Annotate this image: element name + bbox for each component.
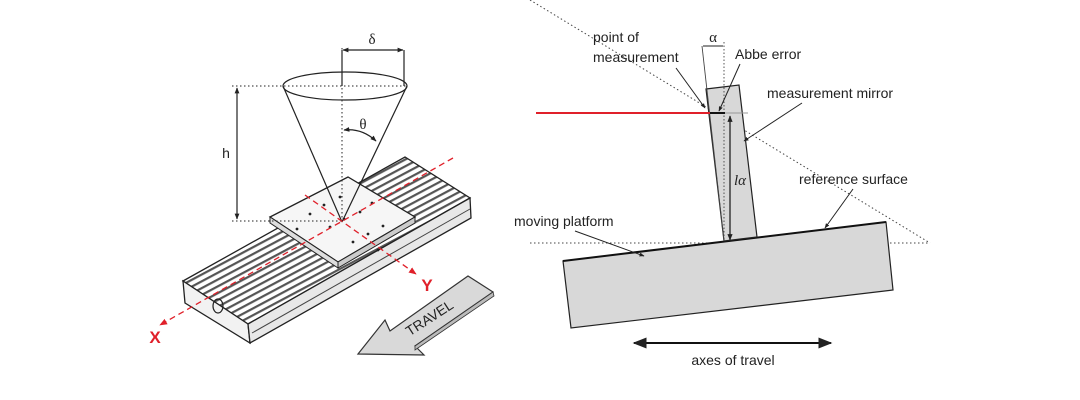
measurement-mirror: [705, 84, 758, 242]
point-of-measurement-label-line1: point of: [593, 29, 639, 45]
linear-stage: [181, 156, 472, 345]
travel-arrow-edge: [414, 291, 495, 351]
y-axis-label: Y: [421, 276, 433, 295]
axes-of-travel-label: axes of travel: [691, 352, 774, 368]
cone-right-edge: [341, 85, 408, 223]
x-axis-label: X: [149, 328, 161, 347]
abbe-error-leader: [718, 63, 741, 112]
tilted-guide-line: [701, 45, 725, 242]
stage-end-hole: [212, 298, 224, 314]
point-of-measurement-label-line2: measurement: [593, 49, 679, 65]
carriage-side-edge: [337, 216, 416, 269]
moving-platform-leader: [574, 230, 645, 257]
stage-side-groove: [251, 208, 471, 334]
stage-side-face: [247, 196, 472, 345]
abbe-error-diagram: α lα point of measurement Abbe error mea…: [514, 0, 931, 368]
reference-surface-label: reference surface: [799, 171, 908, 187]
x-axis-line: [159, 157, 454, 326]
abbe-error-label: Abbe error: [735, 46, 801, 62]
moving-platform-label: moving platform: [514, 213, 614, 229]
delta-label: δ: [368, 32, 375, 48]
alpha-label: α: [709, 30, 717, 46]
linear-stage-diagram: δ h θ X Y TRAVEL: [149, 32, 495, 356]
point-of-measurement-leader: [675, 67, 706, 109]
height-label: h: [222, 145, 230, 161]
y-axis-line: [304, 194, 417, 275]
theta-arc: [343, 127, 377, 142]
cone-left-edge: [282, 85, 343, 223]
travel-arrow: TRAVEL: [356, 275, 495, 356]
l-alpha-label: lα: [734, 173, 747, 189]
carriage-holes: [295, 195, 385, 252]
measurement-mirror-label: measurement mirror: [767, 85, 893, 101]
reference-surface-leader: [824, 188, 854, 229]
theta-label: θ: [359, 117, 366, 133]
measurement-mirror-leader: [743, 102, 803, 142]
tolerance-cone: δ h θ: [222, 32, 408, 223]
travel-arrow-shape: [356, 275, 495, 356]
